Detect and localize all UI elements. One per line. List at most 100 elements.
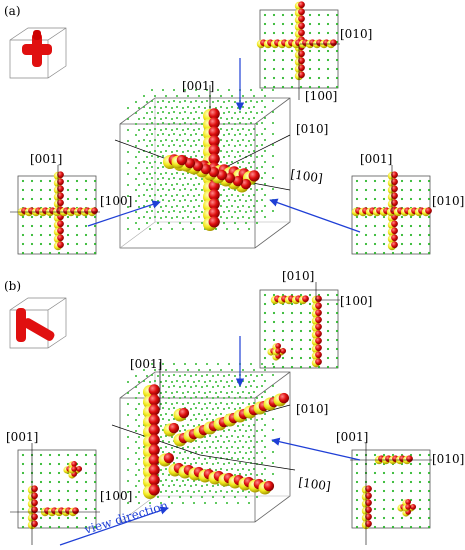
lattice-dot	[256, 101, 258, 103]
lattice-dot	[228, 462, 230, 464]
lattice-dot	[190, 485, 192, 487]
lattice-dot	[143, 161, 145, 163]
left-view-b-label-v: [001]	[6, 430, 38, 444]
lattice-dot	[151, 111, 153, 113]
lattice-dot	[57, 480, 61, 484]
lattice-dot	[206, 374, 208, 376]
lattice-dot	[173, 111, 175, 113]
lattice-dot	[146, 178, 148, 180]
atom-red	[410, 504, 417, 510]
lattice-dot	[299, 320, 303, 324]
lattice-dot	[264, 128, 266, 130]
lattice-dot	[182, 491, 184, 493]
lattice-dot	[48, 453, 52, 457]
lattice-dot	[93, 489, 97, 493]
lattice-dot	[231, 435, 233, 437]
lattice-dot	[248, 118, 250, 120]
lattice-dot	[195, 89, 197, 91]
atom-red	[216, 169, 228, 181]
lattice-dot	[223, 441, 225, 443]
lattice-dot	[308, 22, 312, 26]
lattice-dot	[190, 200, 192, 202]
lattice-dot	[149, 502, 151, 504]
lattice-dot	[308, 365, 312, 369]
top-view-label-h: [010]	[340, 27, 372, 41]
lattice-dot	[253, 106, 255, 108]
lattice-dot	[264, 172, 266, 174]
lattice-dot	[171, 107, 173, 109]
lattice-dot	[171, 118, 173, 120]
lattice-dot	[135, 463, 137, 465]
lattice-dot	[187, 479, 189, 481]
atom-red	[240, 178, 252, 190]
lattice-dot	[160, 206, 162, 208]
panel-a-inset-cube	[9, 27, 67, 79]
lattice-dot	[220, 413, 222, 415]
lattice-dot	[135, 123, 137, 125]
lattice-dot	[400, 224, 404, 228]
lattice-dot	[143, 128, 145, 130]
lattice-dot	[308, 49, 312, 53]
lattice-dot	[248, 140, 250, 142]
panel-a-label: (a)	[4, 4, 21, 18]
lattice-dot	[245, 386, 247, 388]
lattice-dot	[57, 525, 61, 529]
lattice-dot	[272, 58, 276, 62]
lattice-dot	[187, 402, 189, 404]
lattice-dot	[264, 183, 266, 185]
atom-red	[208, 166, 220, 178]
lattice-dot	[245, 101, 247, 103]
lattice-dot	[146, 211, 148, 213]
left-view-label-h: [100]	[100, 194, 132, 208]
lattice-dot	[190, 222, 192, 224]
lattice-dot	[299, 338, 303, 342]
lattice-dot	[272, 374, 274, 376]
lattice-dot	[204, 447, 206, 449]
lattice-dot	[173, 199, 175, 201]
lattice-dot	[187, 117, 189, 119]
lattice-dot	[179, 178, 181, 180]
lattice-dot	[190, 419, 192, 421]
lattice-dot	[261, 188, 263, 190]
lattice-dot	[179, 134, 181, 136]
lattice-dot	[261, 133, 263, 135]
lattice-dot	[182, 129, 184, 131]
lattice-dot	[154, 106, 156, 108]
lattice-dot	[335, 320, 339, 324]
panel-b: (b) [010] [100] [001]	[4, 269, 464, 546]
lattice-dot	[171, 403, 173, 405]
lattice-dot	[373, 188, 377, 192]
atom-red	[57, 185, 64, 193]
lattice-dot	[151, 166, 153, 168]
lattice-dot	[171, 414, 173, 416]
lattice-dot	[193, 381, 195, 383]
lattice-dot	[228, 385, 230, 387]
lattice-dot	[409, 462, 413, 466]
lattice-dot	[176, 95, 178, 97]
lattice-dot	[127, 436, 129, 438]
lattice-dot	[226, 447, 228, 449]
lattice-dot	[182, 403, 184, 405]
lattice-dot	[48, 251, 52, 255]
lattice-dot	[250, 199, 252, 201]
lattice-dot	[195, 440, 197, 442]
lattice-dot	[198, 194, 200, 196]
lattice-dot	[176, 139, 178, 141]
lattice-dot	[162, 374, 164, 376]
lattice-dot	[308, 67, 312, 71]
lattice-dot	[427, 242, 431, 246]
lattice-dot	[245, 134, 247, 136]
lattice-dot	[193, 403, 195, 405]
lattice-dot	[195, 451, 197, 453]
lattice-dot	[165, 128, 167, 130]
panel-a-right-view: [001] [010]	[351, 152, 464, 255]
lattice-dot	[184, 451, 186, 453]
lattice-dot	[190, 101, 192, 103]
lattice-dot	[190, 156, 192, 158]
lattice-dot	[138, 228, 140, 230]
lattice-dot	[234, 496, 236, 498]
lattice-dot	[171, 381, 173, 383]
lattice-dot	[160, 118, 162, 120]
lattice-dot	[21, 480, 25, 484]
